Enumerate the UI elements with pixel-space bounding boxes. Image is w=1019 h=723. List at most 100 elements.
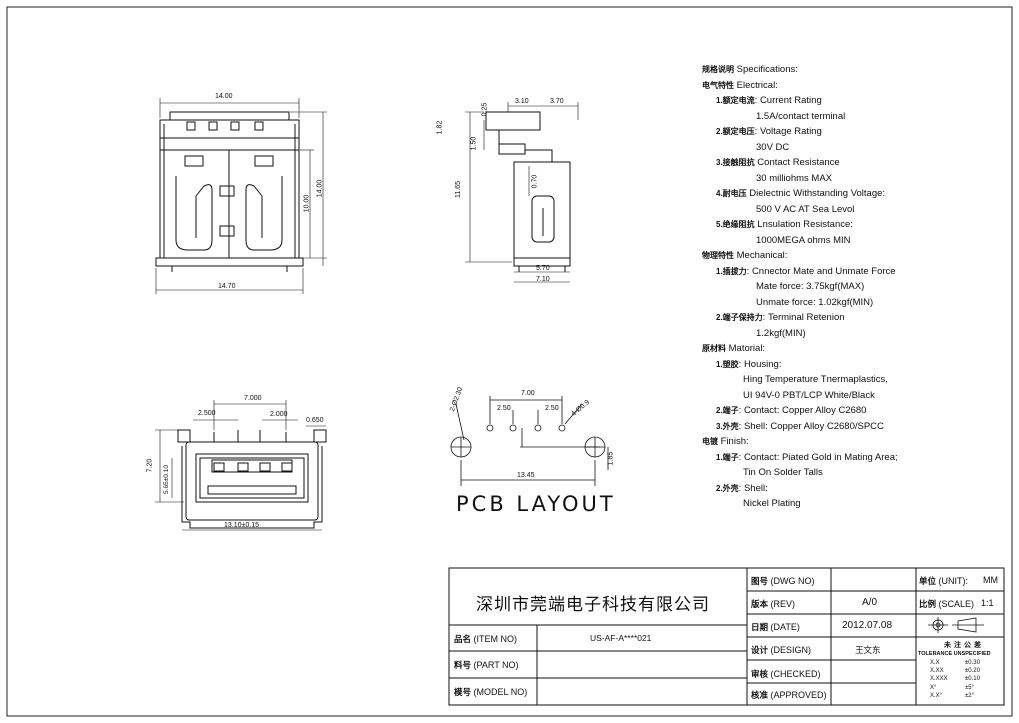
- spec-line-en: : Shell: Copper Alloy C2680/SPCC: [738, 420, 884, 432]
- spec-line-cn: 电气特性: [702, 80, 734, 90]
- front-view-dimensions: [155, 98, 327, 294]
- spec-line: 2.外壳: Shell:: [716, 483, 768, 495]
- spec-line: 1.插拔力: Cnnector Mate and Unmate Force: [716, 266, 896, 278]
- dim-end-720: 7.20: [146, 458, 154, 473]
- item-no-cn: 品名: [454, 635, 472, 645]
- spec-line-en: Matorial:: [726, 343, 766, 354]
- spec-line: 规格说明 Specifications:: [702, 64, 798, 76]
- spec-line-en: Tin On Solder Talls: [743, 467, 823, 478]
- spec-line-en: Mechanical:: [734, 250, 788, 261]
- side-view-dimensions: [465, 102, 579, 283]
- approved-cn: 核准: [751, 691, 769, 701]
- dim-side-310: 3.10: [515, 98, 529, 105]
- model-no-cn: 模号: [454, 688, 472, 698]
- spec-line-en: : Contact: Piated Gold in Mating Area;: [738, 451, 898, 463]
- dim-pcb-1345: 13.45: [517, 472, 535, 479]
- front-view: [155, 111, 304, 272]
- spec-line: 1000MEGA ohms MIN: [756, 235, 851, 247]
- spec-line-cn: 3.接触阻抗: [716, 158, 755, 167]
- tolerance-value: ±0.10: [965, 676, 980, 683]
- spec-line-en: 500 V AC AT Sea Levol: [756, 203, 855, 215]
- item-no-value: US-AF-A****021: [590, 633, 652, 643]
- spec-line-cn: 5.绝缘阻抗: [716, 220, 755, 229]
- spec-line-en: 30 milliohms MAX: [756, 172, 833, 184]
- spec-line-en: 30V DC: [756, 141, 790, 153]
- spec-line: 1.端子: Contact: Piated Gold in Mating Are…: [716, 452, 898, 464]
- tolerance-key: X.X°: [930, 692, 943, 699]
- spec-line-cn: 1.塑胶: [716, 359, 739, 369]
- tolerance-title-cn: 未注公差: [944, 641, 984, 649]
- scale-value: 1:1: [981, 598, 994, 608]
- spec-line: 1.2kgf(MIN): [756, 328, 806, 340]
- design-cn: 设计: [751, 646, 769, 656]
- spec-line-cn: 原材料: [702, 344, 726, 353]
- dim-end-5650: 5.65±0.10: [162, 465, 170, 494]
- dim-front-outer-height: 14.00: [316, 179, 324, 198]
- tolerance-key: X.XXX: [930, 676, 948, 683]
- unit-value: MM: [983, 575, 998, 585]
- dim-pcb-250b: 2.50: [545, 405, 559, 412]
- spec-line-cn: 2.外壳: [716, 483, 739, 493]
- dwg-no-cn: 图号: [751, 577, 769, 587]
- spec-line: 原材料 Matorial:: [702, 343, 765, 355]
- dim-end-2000: 2.000: [270, 411, 288, 418]
- dim-side-025: 0.25: [481, 102, 489, 117]
- dim-end-2500: 2.500: [198, 410, 216, 417]
- spec-line-en: 1.2kgf(MIN): [756, 327, 806, 339]
- spec-line-en: : Terminal Retenion: [762, 312, 845, 323]
- spec-line: 2.端子: Contact: Copper Alloy C2680: [716, 405, 866, 417]
- spec-line: 电镀 Finish:: [702, 436, 749, 448]
- spec-line-en: Nickel Plating: [743, 498, 801, 509]
- rev-value: A/0: [862, 597, 878, 608]
- spec-line-en: Mate force: 3.75kgf(MAX): [756, 281, 865, 292]
- spec-line-en: Dielectnic Withstanding Voltage:: [746, 188, 886, 199]
- spec-line-en: : Voltage Rating: [754, 126, 822, 137]
- spec-line-cn: 2.端子保持力: [716, 313, 763, 322]
- projection-symbol: [928, 617, 984, 633]
- spec-line: Unmate force: 1.02kgf(MIN): [756, 297, 873, 309]
- spec-line: 30V DC: [756, 142, 789, 154]
- tolerance-value: ±5°: [965, 684, 975, 691]
- spec-line: 1.额定电流: Current Rating: [716, 95, 822, 107]
- checked-label: (CHECKED): [770, 669, 821, 679]
- pcb-layout: [450, 396, 609, 486]
- side-view: [485, 111, 571, 272]
- tolerance-key: X°: [930, 684, 937, 691]
- pcb-layout-title: PCB LAYOUT: [456, 492, 616, 516]
- spec-line-en: Specifications:: [734, 64, 798, 75]
- spec-line-en: Unmate force: 1.02kgf(MIN): [756, 296, 874, 308]
- spec-line-cn: 2.额定电压: [716, 127, 755, 136]
- dim-pcb-185: 1.85: [607, 451, 615, 466]
- spec-line-en: Lnsulation Resistance:: [754, 219, 853, 230]
- scale-cn: 比例: [919, 600, 937, 610]
- spec-line-en: UI 94V-0 PBT/LCP White/Black: [743, 389, 875, 401]
- tolerance-value: ±0.20: [965, 668, 980, 675]
- dim-side-182: 1.82: [436, 120, 444, 135]
- approved-label: (APPROVED): [770, 690, 827, 700]
- spec-line-en: : Contact: Copper Alloy C2680: [738, 405, 867, 416]
- date-cn: 日期: [751, 623, 769, 633]
- dim-front-inner-height: 10.00: [303, 194, 311, 213]
- tolerance-value: ±2°: [965, 692, 975, 699]
- spec-line: Nickel Plating: [743, 498, 801, 510]
- spec-line-en: Finish:: [718, 436, 749, 447]
- part-no-cn: 料号: [454, 661, 472, 671]
- spec-line-en: 1.5A/contact terminal: [756, 110, 846, 122]
- title-block-grid: [448, 567, 1005, 706]
- spec-line-cn: 2.端子: [716, 406, 739, 415]
- spec-line-cn: 4.耐电压: [716, 189, 747, 198]
- rev-label: (REV): [770, 599, 796, 609]
- spec-line-cn: 1.插拔力: [716, 266, 747, 276]
- sheet-border: [6, 6, 1013, 717]
- spec-line-en: : Cnnector Mate and Unmate Force: [746, 265, 896, 277]
- tolerance-key: X.XX: [930, 668, 944, 675]
- spec-line: 1.5A/contact terminal: [756, 111, 845, 123]
- tolerance-key: X.X: [930, 660, 940, 666]
- unit-label: (UNIT):: [938, 576, 969, 586]
- spec-line-cn: 1.端子: [716, 452, 739, 462]
- spec-line-en: 1000MEGA ohms MIN: [756, 234, 851, 246]
- model-no-label: (MODEL NO): [473, 687, 528, 697]
- dim-side-070: 0.70: [531, 174, 539, 189]
- checked-cn: 审核: [751, 670, 769, 680]
